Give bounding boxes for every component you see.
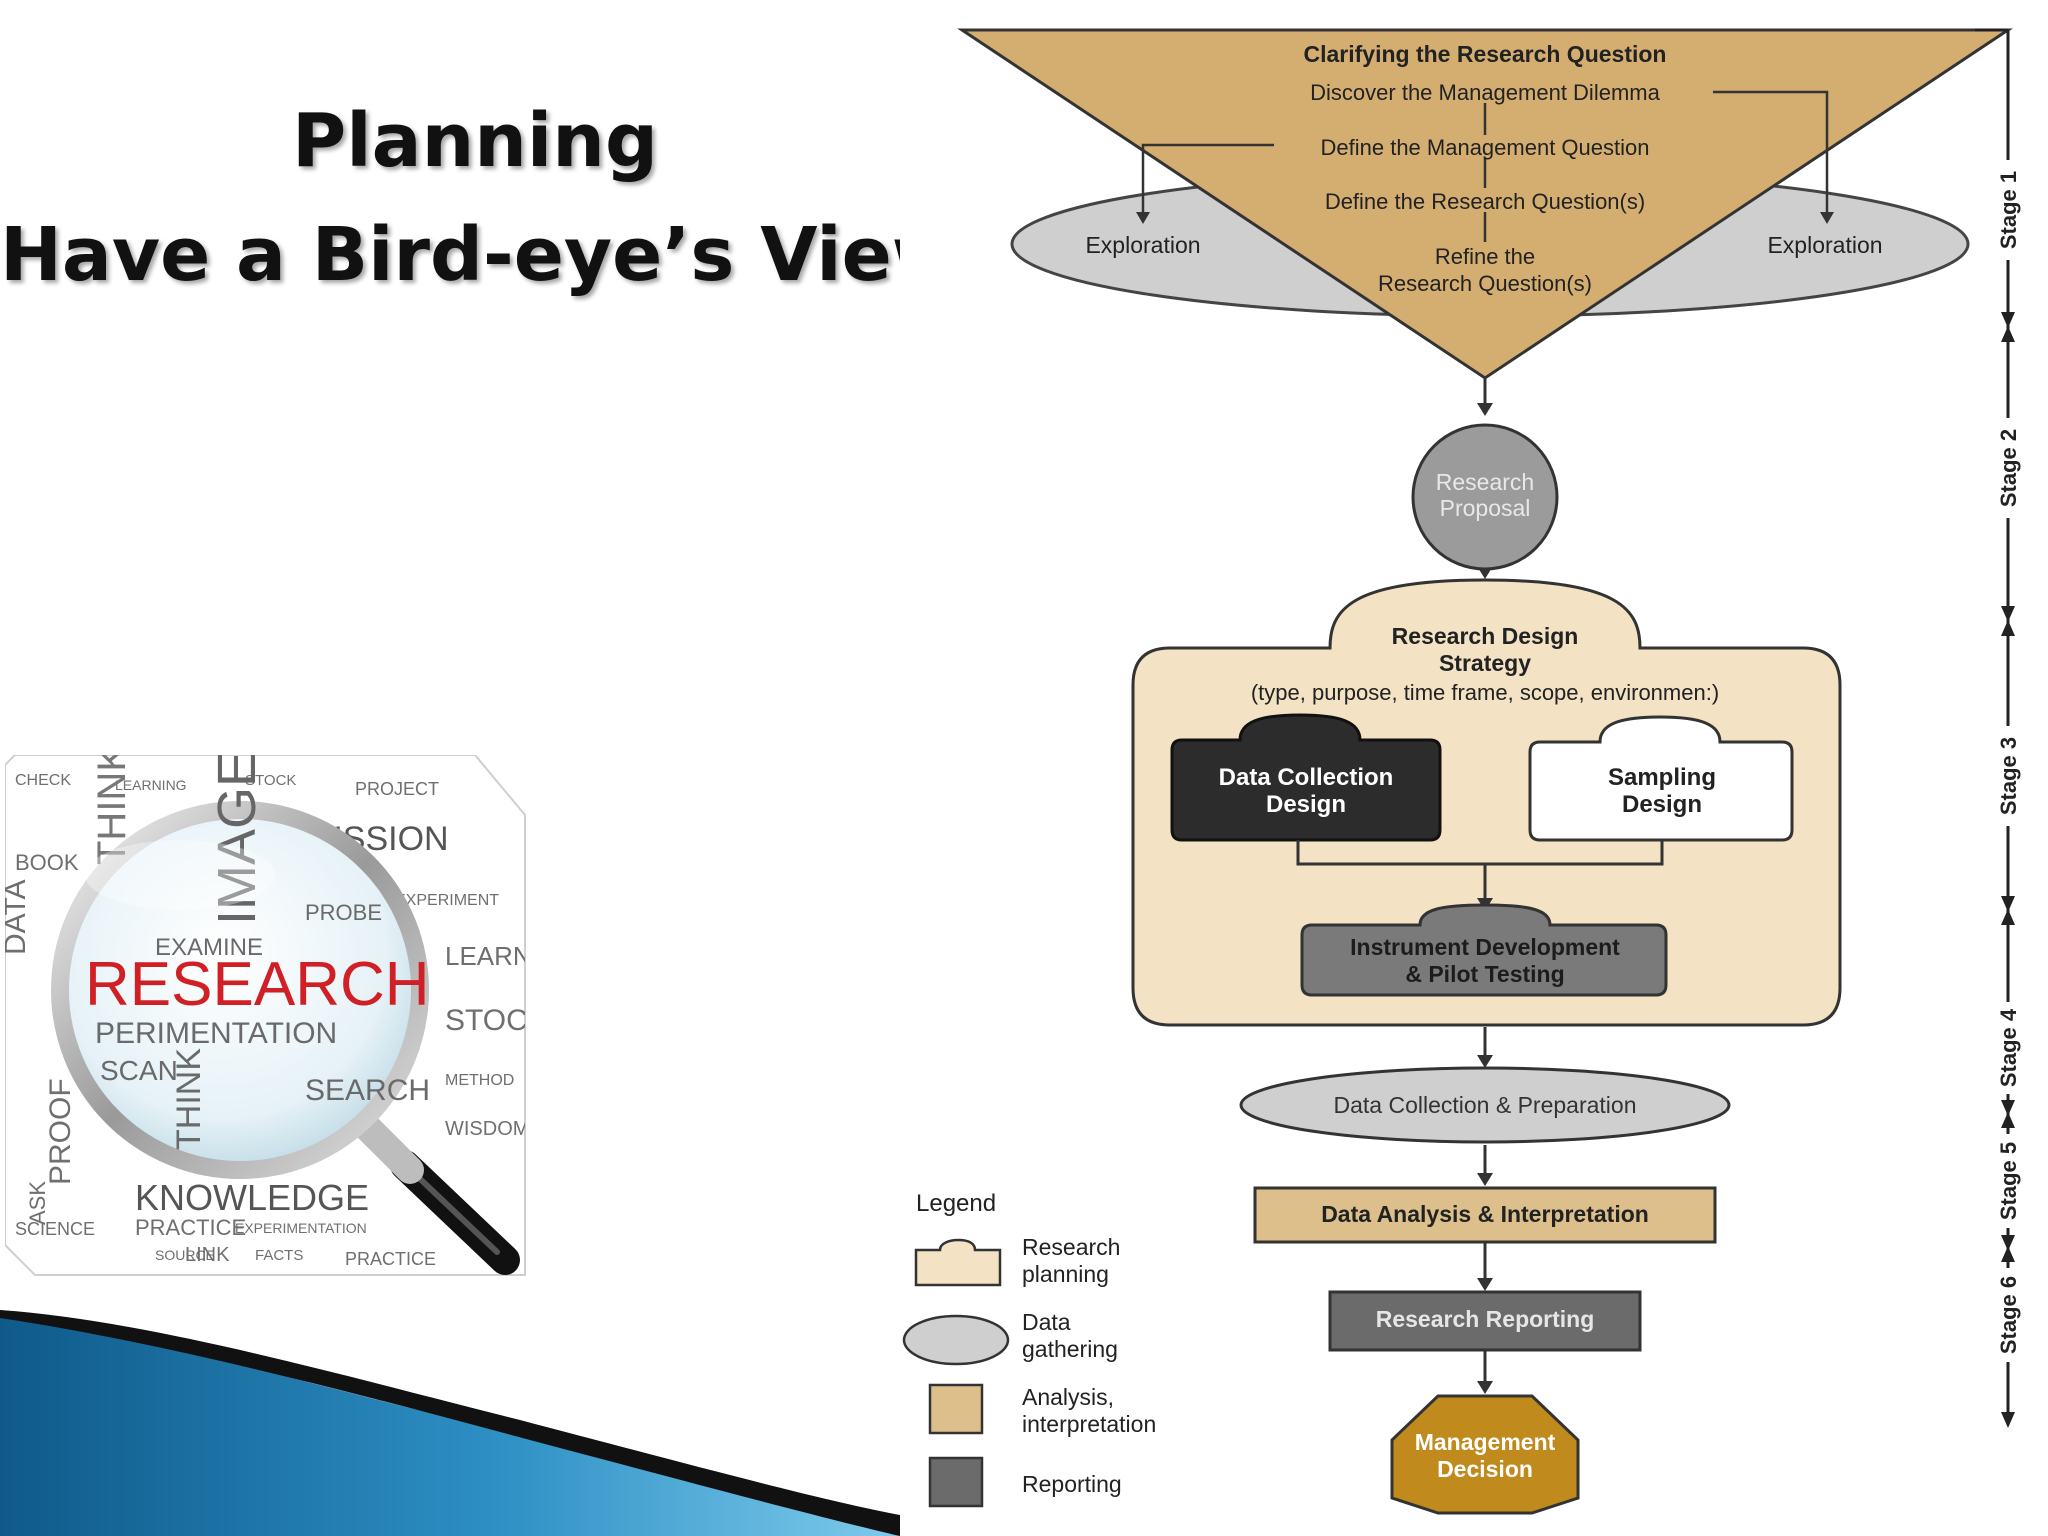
word-cloud-text: BOOK [15, 850, 79, 875]
research-reporting-label: Research Reporting [1376, 1306, 1595, 1332]
step-refine-line2: Research Question(s) [1378, 271, 1592, 296]
word-cloud-text: EXPERIMENT [395, 892, 499, 909]
stage-6-label: Stage 6 [1996, 1276, 2021, 1354]
research-design-strategy-box [1131, 578, 1842, 1027]
sampling-design-line1: Sampling [1608, 764, 1716, 791]
word-cloud-text: FACTS [255, 1247, 303, 1264]
word-cloud-text: SCAN [100, 1055, 178, 1086]
instrument-line2: & Pilot Testing [1405, 961, 1564, 987]
word-cloud-text: PRACTICE [135, 1215, 246, 1240]
word-cloud-text: IMAGE [207, 755, 267, 925]
design-strategy-line3: (type, purpose, time frame, scope, envir… [1251, 680, 1719, 705]
legend-item-4-line1: Reporting [1022, 1471, 1122, 1497]
sampling-design-box [1528, 715, 1794, 842]
word-cloud-text: METHOD [445, 1072, 514, 1089]
word-cloud-text: SCIENCE [15, 1219, 95, 1239]
legend-analysis-swatch [928, 1383, 984, 1435]
word-cloud-text: EXAMINE [155, 934, 263, 961]
decision-line2: Decision [1437, 1456, 1533, 1482]
word-cloud-text: LINK [185, 1244, 230, 1266]
word-cloud-text: KNOWLEDGE [135, 1177, 369, 1218]
stage-4-label: Stage 4 [1996, 1008, 2021, 1087]
instrument-development-box [1300, 903, 1668, 997]
exploration-right-label: Exploration [1767, 232, 1882, 258]
slide-title-line1: Planning [292, 98, 658, 184]
word-cloud-text: STOCK [245, 772, 296, 789]
word-cloud-text: PROBE [305, 900, 382, 925]
exploration-left-label: Exploration [1085, 232, 1200, 258]
word-cloud-text: LEARNING [115, 777, 187, 793]
design-strategy-line2: Strategy [1439, 650, 1531, 676]
word-cloud-text: PROOF [44, 1078, 77, 1185]
legend-gathering-swatch [902, 1314, 1010, 1366]
legend-item-2-line1: Data [1022, 1309, 1071, 1335]
clarifying-triangle [957, 28, 2013, 380]
legend-item-2-line2: gathering [1022, 1336, 1118, 1362]
word-cloud-text: WISDOM [445, 1118, 529, 1140]
legend-planning-swatch [914, 1238, 1002, 1287]
decision-line1: Management [1415, 1429, 1556, 1455]
word-cloud-text: CHECK [15, 772, 71, 789]
word-cloud-text: THINK [170, 1048, 208, 1150]
proposal-label-line1: Research [1436, 469, 1534, 495]
word-cloud-text: PRACTICE [345, 1249, 436, 1269]
data-collection-design-box [1170, 713, 1442, 842]
step-define-management-question: Define the Management Question [1321, 135, 1650, 160]
data-analysis-box [1253, 1186, 1717, 1244]
word-cloud-text: STOCK [445, 1004, 545, 1037]
word-cloud-text: SOURCE [155, 1247, 215, 1263]
triangle-heading: Clarifying the Research Question [1304, 41, 1667, 67]
legend-reporting-swatch [928, 1456, 984, 1508]
word-cloud-text: EXPERIMENTATION [235, 1220, 367, 1236]
research-reporting-box [1328, 1290, 1642, 1352]
instrument-line1: Instrument Development [1350, 934, 1620, 960]
research-word: RESEARCH [85, 950, 430, 1019]
step-refine-line1: Refine the [1435, 244, 1535, 269]
design-strategy-line1: Research Design [1392, 623, 1579, 649]
word-cloud-text: PROJECT [355, 779, 439, 799]
word-cloud-text: PERIMENTATION [95, 1017, 337, 1050]
stage-2-label: Stage 2 [1996, 429, 2021, 507]
research-proposal-node [1411, 423, 1559, 571]
management-decision-node [1390, 1394, 1580, 1515]
legend-title: Legend [916, 1190, 996, 1217]
proposal-label-line2: Proposal [1440, 495, 1531, 521]
slide-title-line2: Have a Bird-eye’s View [0, 212, 961, 298]
legend-item-1-line1: Research [1022, 1234, 1120, 1260]
legend-item-1-line2: planning [1022, 1261, 1109, 1287]
research-word-cloud-image: CHECK LEARNING STOCK PROJECT MISSION BOO… [5, 755, 545, 1276]
legend: Legend Research planning Data gathering … [902, 1190, 1156, 1508]
data-collection-design-line2: Design [1266, 791, 1346, 818]
data-collection-preparation-label: Data Collection & Preparation [1334, 1092, 1637, 1118]
word-cloud-text: LEARN [445, 941, 532, 971]
sampling-design-line2: Design [1622, 791, 1702, 818]
stage-1-label: Stage 1 [1996, 171, 2021, 249]
step-define-research-question: Define the Research Question(s) [1325, 189, 1645, 214]
stage-3-label: Stage 3 [1996, 737, 2021, 815]
legend-item-3-line1: Analysis, [1022, 1384, 1114, 1410]
data-collection-design-line1: Data Collection [1219, 764, 1394, 791]
data-analysis-label: Data Analysis & Interpretation [1321, 1201, 1649, 1227]
word-cloud-text: DATA [5, 879, 32, 955]
word-cloud-text: ASK [25, 1181, 50, 1225]
word-cloud-text: SEARCH [305, 1074, 430, 1107]
legend-item-3-line2: interpretation [1022, 1411, 1156, 1437]
word-cloud-text: THINK [90, 755, 134, 865]
step-discover-dilemma: Discover the Management Dilemma [1310, 80, 1660, 105]
stage-5-label: Stage 5 [1996, 1142, 2021, 1220]
data-collection-preparation-node [1239, 1066, 1731, 1144]
